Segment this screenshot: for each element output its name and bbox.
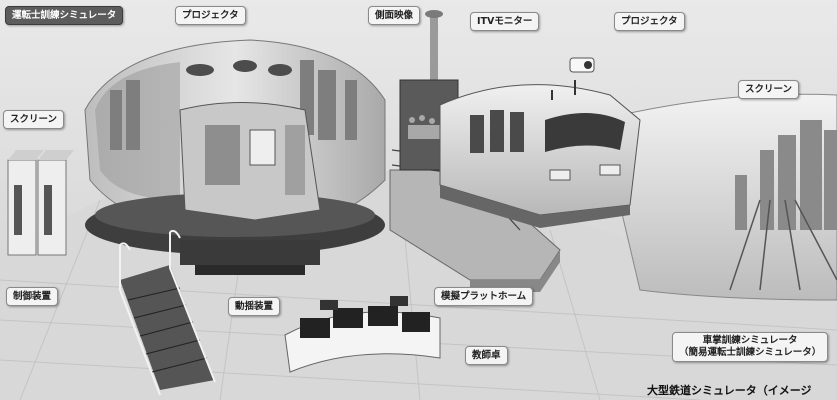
left-projector-label: プロジェクタ <box>175 6 246 25</box>
mock-platform-label: 模擬プラットホーム <box>434 287 534 306</box>
instructor-desk-label: 教師卓 <box>465 346 508 365</box>
cab-mockup <box>179 102 321 221</box>
right-screen <box>599 93 837 301</box>
conductor-simulator-title: 車掌訓練シミュレータ <box>702 335 798 346</box>
side-video-people <box>408 115 448 139</box>
itv-monitor-label: ITVモニター <box>470 12 540 31</box>
driver-simulator-label: 運転士訓練シミュレータ <box>5 6 124 25</box>
side-video-label: 側面映像 <box>368 6 421 25</box>
train-car <box>439 80 641 228</box>
control-cabinets <box>7 150 74 256</box>
side-video-pole <box>430 15 438 90</box>
right-projector-label: プロジェクタ <box>614 12 685 31</box>
platform-edge <box>470 250 560 292</box>
right-screen-label: スクリーン <box>738 80 800 99</box>
conductor-simulator-label: 車掌訓練シミュレータ （簡易運転士訓練シミュレータ） <box>672 332 829 362</box>
staircase <box>119 229 216 396</box>
right-screen-scenery <box>735 120 837 230</box>
right-screen-rails <box>729 199 837 291</box>
left-screen-label: スクリーン <box>3 110 65 129</box>
right-projector <box>569 57 595 73</box>
instructor-desk <box>284 296 441 373</box>
motion-base <box>180 240 320 275</box>
figure-caption: 大型鉄道シミュレータ（イメージ <box>647 384 812 397</box>
motion-device-label: 動揺装置 <box>228 297 281 316</box>
conductor-simulator-subtitle: （簡易運転士訓練シミュレータ） <box>679 347 822 358</box>
control-device-label: 制御装置 <box>6 287 59 306</box>
dome-projectors <box>186 60 292 76</box>
